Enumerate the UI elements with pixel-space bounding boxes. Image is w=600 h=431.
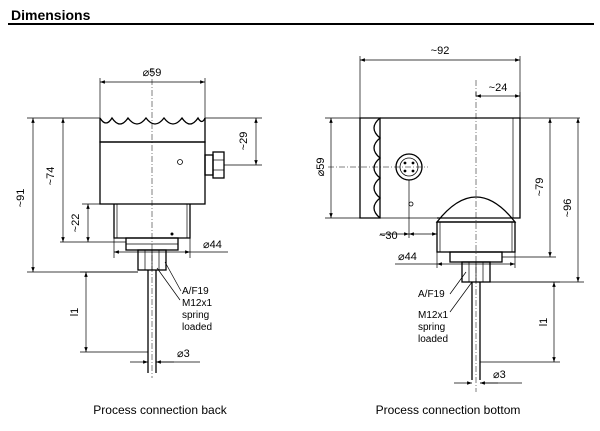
dim-74: ~74 [45, 118, 126, 243]
spring-label: spring [182, 310, 209, 321]
dim-l1: l1 [69, 271, 148, 353]
dim-l1: l1 [480, 281, 560, 363]
dim-92: ~92 [359, 45, 521, 118]
dim-text: ⌀59 [315, 158, 327, 177]
dim-text: ~96 [562, 199, 574, 218]
dim-24: ~24 [475, 82, 521, 118]
section-title: Dimensions [8, 5, 594, 25]
dim-96: ~96 [490, 118, 584, 283]
dim-diameter-59: ⌀59 [99, 67, 206, 118]
dim-diameter-3: ⌀3 [130, 348, 200, 364]
leader-line [449, 281, 473, 313]
dim-text: ~30 [379, 230, 398, 242]
dim-text: ⌀44 [398, 251, 417, 263]
cable-connector [204, 151, 225, 179]
dim-text: ⌀3 [493, 369, 506, 381]
loaded-label: loaded [418, 334, 448, 345]
dim-text: l1 [69, 308, 81, 317]
housing-body [380, 117, 521, 219]
dim-text: l1 [538, 318, 550, 327]
loaded-label: loaded [182, 322, 212, 333]
dim-diameter-3: ⌀3 [454, 369, 522, 385]
dim-text: ⌀59 [143, 67, 162, 79]
dim-text: ~91 [15, 189, 27, 208]
af-label: A/F19 [182, 286, 209, 297]
dim-79: ~79 [502, 117, 580, 258]
dim-22: ~22 [70, 203, 114, 242]
probe-rod [147, 270, 157, 373]
caption-bottom: Process connection bottom [376, 403, 521, 417]
spring-label: spring [418, 322, 445, 333]
caption-back: Process connection back [93, 403, 227, 417]
view-back: ⌀59 ~29 ~91 ~74 ~22 [15, 67, 262, 417]
dim-text: ~92 [431, 45, 450, 57]
thread-label: M12x1 [418, 310, 448, 321]
af-label: A/F19 [418, 289, 445, 300]
leader-line [156, 267, 181, 301]
view-bottom: ~92 ~24 ⌀59 ~79 ~96 [315, 45, 584, 417]
dim-30: ~30 [379, 180, 438, 242]
lower-housing [113, 204, 191, 239]
housing-head [359, 117, 382, 219]
leader-line [164, 261, 182, 292]
dim-29: ~29 [205, 117, 262, 166]
dim-diameter-44: ⌀44 [395, 251, 516, 268]
dim-text: ~74 [45, 167, 57, 186]
dim-text: ~22 [70, 214, 82, 233]
dim-text: ⌀44 [203, 239, 222, 251]
dim-text: ~29 [238, 132, 250, 151]
housing-body [99, 141, 206, 205]
dim-text: ~79 [534, 178, 546, 197]
dim-91: ~91 [15, 117, 138, 273]
dim-text: ~24 [489, 82, 508, 94]
probe-rod [471, 282, 481, 380]
leader-line [449, 271, 467, 295]
dim-diameter-59: ⌀59 [315, 117, 360, 219]
dim-text: ⌀3 [177, 348, 190, 360]
thread-label: M12x1 [182, 298, 212, 309]
dim-diameter-44: ⌀44 [113, 232, 228, 258]
housing-head [99, 116, 206, 143]
